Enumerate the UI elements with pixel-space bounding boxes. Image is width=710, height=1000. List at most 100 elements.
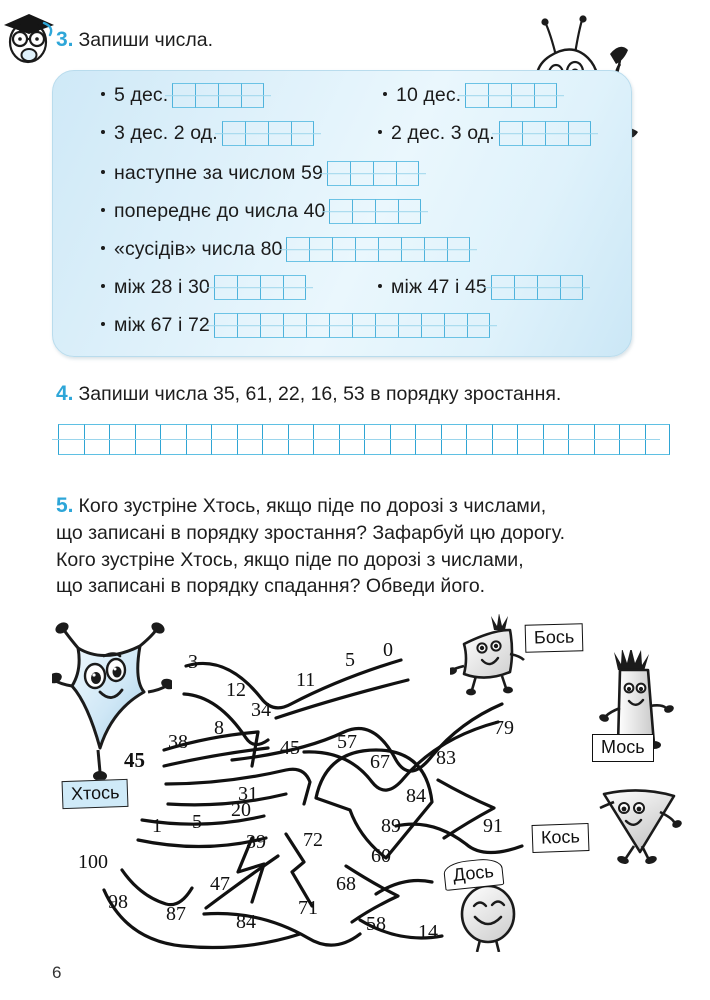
answer-grid[interactable] xyxy=(465,83,558,108)
task3-row-label: 2 дес. 3 од. xyxy=(391,122,495,144)
task3-row-5: попереднє до числа 40 xyxy=(101,199,422,224)
maze-number: 98 xyxy=(108,891,128,913)
maze-number: 100 xyxy=(78,851,108,873)
task-4-heading: 4.Запиши числа 35, 61, 22, 16, 53 в поря… xyxy=(56,382,561,408)
character-label-kos: Кось xyxy=(531,823,590,853)
maze-number: 5 xyxy=(345,649,355,671)
bullet-icon xyxy=(101,283,105,288)
answer-grid[interactable] xyxy=(172,83,265,108)
maze-number: 84 xyxy=(406,785,426,807)
maze-number: 87 xyxy=(166,903,186,925)
answer-grid[interactable] xyxy=(213,275,306,300)
task3-row-0: 5 дес. xyxy=(101,83,265,108)
maze-number: 3 xyxy=(188,651,198,673)
task3-row-label: між 28 і 30 xyxy=(114,276,210,298)
maze-number: 47 xyxy=(210,873,230,895)
maze-number: 39 xyxy=(246,831,266,853)
maze-number: 45 xyxy=(124,748,145,772)
bullet-icon xyxy=(101,169,105,174)
answer-grid[interactable] xyxy=(326,161,419,186)
task3-row-9: між 67 і 72 xyxy=(101,313,490,338)
task-5-text-0: Кого зустріне Хтось, якщо піде по дорозі… xyxy=(78,495,547,517)
maze-number: 67 xyxy=(370,751,390,773)
bullet-icon xyxy=(101,207,105,212)
maze-number: 72 xyxy=(303,829,323,851)
maze-number: 58 xyxy=(366,913,386,935)
character-kos-icon xyxy=(598,784,686,870)
answer-grid[interactable] xyxy=(213,313,490,338)
task3-row-label: між 67 і 72 xyxy=(114,314,210,336)
task-5-block: 5.Кого зустріне Хтось, якщо піде по доро… xyxy=(56,492,670,599)
character-mos-icon xyxy=(592,650,678,766)
maze-paths xyxy=(102,658,524,950)
task3-row-2: 3 дес. 2 од. xyxy=(101,121,314,146)
task-3-number: 3. xyxy=(56,28,74,51)
maze-number: 0 xyxy=(383,639,393,661)
bullet-icon xyxy=(101,129,105,134)
maze-number: 11 xyxy=(296,669,316,691)
task-3-title: Запиши числа. xyxy=(78,29,213,51)
bullet-icon xyxy=(378,283,382,288)
task3-row-7: між 28 і 30 xyxy=(101,275,306,300)
bullet-icon xyxy=(378,129,382,134)
scholar-mascot-icon xyxy=(0,6,60,72)
maze-number: 68 xyxy=(336,873,356,895)
character-label-khtos: Хтось xyxy=(61,778,129,809)
task-5-line-0: 5.Кого зустріне Хтось, якщо піде по доро… xyxy=(56,492,670,520)
task-5-line-2: Кого зустріне Хтось, якщо піде по дорозі… xyxy=(56,548,524,571)
maze-number: 5 xyxy=(192,811,202,833)
maze-number: 14 xyxy=(418,921,438,943)
character-label-bos: Бось xyxy=(524,623,584,653)
task3-row-6: «сусідів» числа 80 xyxy=(101,237,471,262)
bullet-icon xyxy=(383,91,387,96)
page-number: 6 xyxy=(52,963,62,982)
task-3-panel: 5 дес. 10 дес. 3 дес. 2 од. 2 дес. 3 од. xyxy=(52,70,632,357)
maze-number: 83 xyxy=(436,747,456,769)
task-5-line-3: що записані в порядку спадання? Обведи й… xyxy=(56,574,486,597)
maze-number: 89 xyxy=(381,815,401,837)
maze-number: 8 xyxy=(214,717,224,739)
character-dos-icon xyxy=(442,862,538,952)
task3-row-label: 10 дес. xyxy=(396,84,462,106)
maze-number: 38 xyxy=(168,731,188,753)
maze-number: 20 xyxy=(231,799,251,821)
maze-number: 91 xyxy=(483,815,503,837)
maze-number: 84 xyxy=(236,911,256,933)
character-bos-icon xyxy=(450,614,536,696)
bullet-icon xyxy=(101,245,105,250)
task-5-line-1: що записані в порядку зростання? Зафарбу… xyxy=(56,522,566,545)
task3-row-8: між 47 і 45 xyxy=(378,275,583,300)
answer-grid[interactable] xyxy=(329,199,422,224)
character-label-mos: Мось xyxy=(592,734,654,762)
character-khtos-icon xyxy=(52,612,172,802)
answer-grid[interactable] xyxy=(498,121,591,146)
task3-row-4: наступне за числом 59 xyxy=(101,161,419,186)
maze-number: 60 xyxy=(371,845,391,867)
task3-row-label: «сусідів» числа 80 xyxy=(114,238,283,260)
maze-number: 31 xyxy=(238,783,258,805)
number-maze-diagram: Хтось xyxy=(46,608,686,953)
maze-number: 71 xyxy=(298,897,318,919)
bullet-icon xyxy=(101,321,105,326)
task-4-number: 4. xyxy=(56,382,74,405)
maze-number: 57 xyxy=(337,731,357,753)
answer-grid[interactable] xyxy=(286,237,471,262)
task-3-heading: 3.Запиши числа. xyxy=(56,28,213,54)
task-4-grid-midline xyxy=(52,439,660,440)
task-5-number: 5. xyxy=(56,494,74,517)
maze-number: 1 xyxy=(152,815,162,837)
task3-row-3: 2 дес. 3 од. xyxy=(378,121,591,146)
maze-number: 12 xyxy=(226,679,246,701)
task3-row-label: між 47 і 45 xyxy=(391,276,487,298)
maze-number: 45 xyxy=(280,737,300,759)
answer-grid[interactable] xyxy=(221,121,314,146)
bullet-icon xyxy=(101,91,105,96)
task3-row-label: 3 дес. 2 од. xyxy=(114,122,218,144)
answer-grid[interactable] xyxy=(490,275,583,300)
task3-row-label: наступне за числом 59 xyxy=(114,162,323,184)
task3-row-label: 5 дес. xyxy=(114,84,169,106)
maze-number: 34 xyxy=(251,699,271,721)
task3-row-label: попереднє до числа 40 xyxy=(114,200,326,222)
task-4-title: Запиши числа 35, 61, 22, 16, 53 в порядк… xyxy=(78,383,562,405)
